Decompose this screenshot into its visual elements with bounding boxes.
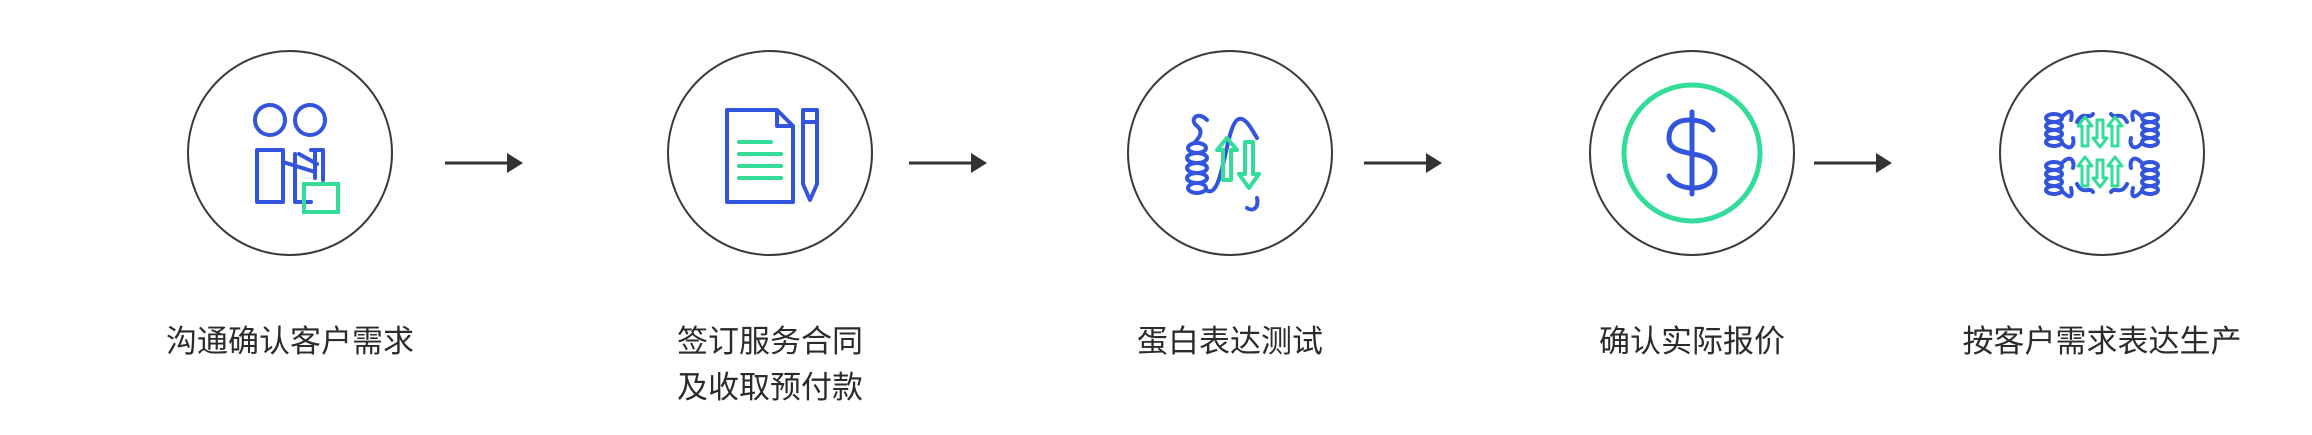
arrow-right-icon [445,153,523,173]
step-label: 确认实际报价 [1599,324,1785,360]
protein-production-icon [2044,109,2160,199]
label-line-2: 及收取预付款 [677,370,863,406]
step-5: 按客户需求表达生产 [1892,0,2312,435]
arrow-right-icon [1364,153,1442,173]
arrow-right-icon [909,153,987,173]
step-label: 沟通确认客户需求 [166,324,414,360]
step-circle [1127,50,1333,256]
arrow-right-icon [1814,153,1892,173]
label-line-1: 签订服务合同 [677,324,863,360]
step-label: 按客户需求表达生产 [1962,324,2242,360]
step-circle [1589,50,1795,256]
step-circle [667,50,873,256]
contract-pen-icon [725,108,819,204]
dollar-icon [1621,82,1763,224]
step-label: 蛋白表达测试 [1137,324,1323,360]
step-4: 确认实际报价 [1482,0,1902,435]
step-circle [187,50,393,256]
step-2: 签订服务合同 及收取预付款 [560,0,980,435]
step-1: 沟通确认客户需求 [80,0,500,435]
protein-expression-icon [1185,113,1261,212]
handshake-icon [253,103,340,214]
step-label: 签订服务合同 及收取预付款 [560,319,980,411]
step-circle [1999,50,2205,256]
step-3: 蛋白表达测试 [1020,0,1440,435]
